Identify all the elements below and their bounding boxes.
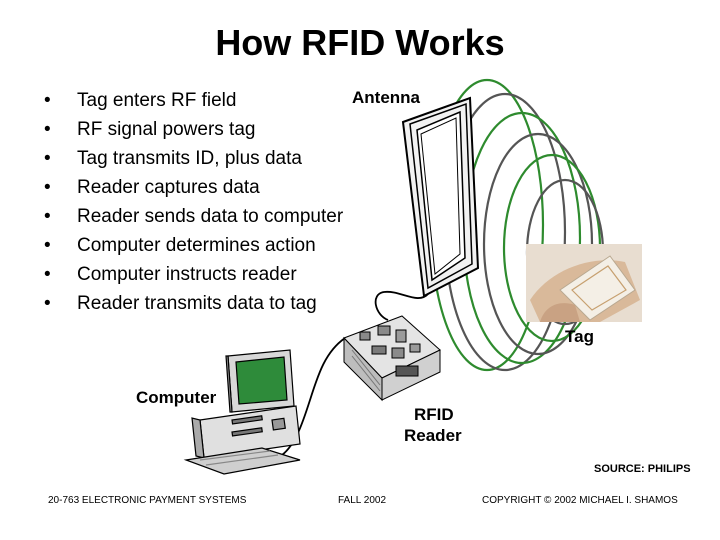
antenna <box>401 96 480 298</box>
bullet-item: •Reader sends data to computer <box>44 206 344 227</box>
bullet-item: •Reader transmits data to tag <box>44 293 317 314</box>
reader-label-line1: RFID <box>414 405 454 424</box>
rfid-reader-device <box>343 315 441 402</box>
computer-device <box>183 349 301 475</box>
bullet-item: •Tag transmits ID, plus data <box>44 148 302 169</box>
bullet-list: •Tag enters RF field •RF signal powers t… <box>44 86 343 318</box>
computer-label: Computer <box>136 388 217 407</box>
slide-title: How RFID Works <box>215 22 505 63</box>
footer-copyright: COPYRIGHT © 2002 MICHAEL I. SHAMOS <box>482 495 678 506</box>
antenna-label: Antenna <box>352 88 420 107</box>
footer-course: 20-763 ELECTRONIC PAYMENT SYSTEMS <box>48 495 247 506</box>
reader-label-line2: Reader <box>404 426 462 445</box>
bullet-item: •Computer instructs reader <box>44 264 297 285</box>
bullet-item: •Tag enters RF field <box>44 90 237 111</box>
bullet-item: •RF signal powers tag <box>44 119 256 140</box>
tag-label: Tag <box>565 327 594 346</box>
footer-term: FALL 2002 <box>338 495 387 506</box>
tag-image <box>526 244 642 322</box>
field-loop <box>462 111 582 365</box>
antenna-cable <box>374 291 429 321</box>
bullet-item: •Computer determines action <box>44 235 316 256</box>
bullet-item: •Reader captures data <box>44 177 260 198</box>
source-label: SOURCE: PHILIPS <box>594 463 691 475</box>
